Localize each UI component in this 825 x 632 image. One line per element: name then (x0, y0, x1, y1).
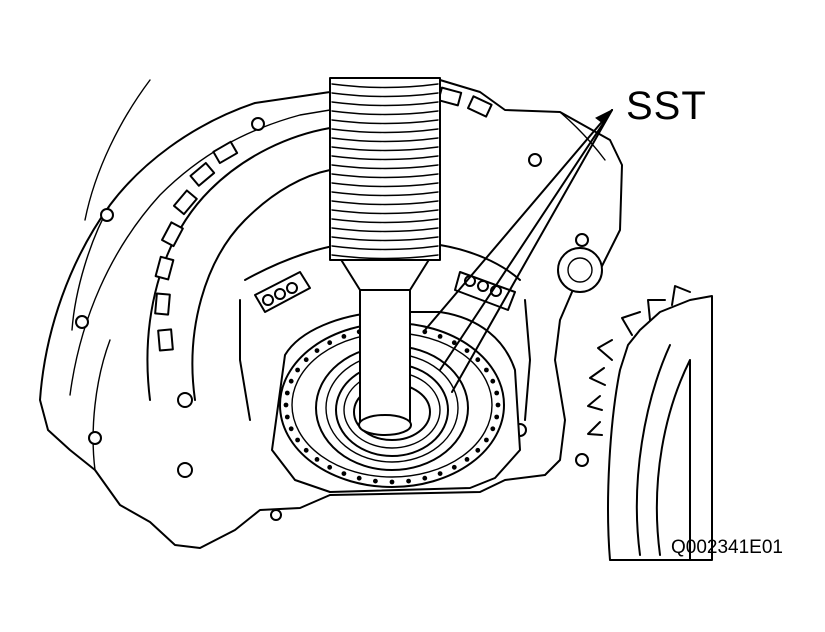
thread-line (331, 92, 439, 98)
thread-line (331, 209, 439, 215)
bearing-ball (284, 390, 290, 396)
sst-callout-label: SST (626, 84, 707, 128)
case-outline (39, 79, 623, 549)
bearing-ball (314, 457, 320, 462)
thread-line (331, 128, 439, 134)
bearing-ball (314, 348, 320, 353)
sst-collar (339, 257, 431, 291)
thread-line (331, 191, 439, 197)
bearing-ball (303, 357, 309, 363)
thread-line (331, 236, 439, 242)
bearing-ball (495, 402, 501, 408)
return-spring-left (254, 271, 311, 313)
thread-line (331, 164, 439, 170)
bearing-ball (464, 457, 470, 462)
thread-line (331, 182, 439, 188)
bearing-ball (494, 390, 500, 396)
clutch-drum-inner (191, 169, 331, 401)
thread-line (331, 173, 439, 179)
bearing-ball (422, 329, 428, 335)
bearing-ball (303, 447, 309, 453)
bearing-ball (484, 367, 489, 373)
sst-threads (331, 83, 439, 260)
bearing-ball (451, 464, 457, 470)
sst-tip (358, 414, 412, 436)
bearing-ball (494, 414, 500, 420)
bearing-ball (284, 414, 290, 420)
sst-tool (329, 77, 441, 436)
bearing-ball (288, 378, 294, 384)
bearing-ball (422, 475, 428, 481)
bearing-ball (389, 479, 395, 485)
gear-right (587, 285, 713, 561)
bearing-ball (490, 426, 496, 432)
bearing-ball (451, 340, 457, 346)
thread-line (331, 146, 439, 152)
thread-line (331, 245, 439, 251)
case-left-flange (71, 204, 111, 471)
bearing-ball (283, 402, 289, 408)
bearing-ball (437, 471, 443, 476)
return-spring-right (454, 271, 516, 311)
bearing-ball (327, 464, 333, 470)
thread-line (331, 200, 439, 206)
thread-line (331, 254, 439, 260)
thread-line (331, 101, 439, 107)
bearing-ball (490, 378, 496, 384)
bearing-ball (406, 478, 411, 484)
bearing-ball (484, 437, 489, 443)
bearing-ball (464, 348, 470, 353)
bearing-ball (356, 475, 362, 481)
bearing-ball (341, 471, 347, 476)
thread-line (331, 110, 439, 116)
thread-line (331, 227, 439, 233)
clutch-drum-slots (154, 86, 493, 352)
thread-line (331, 137, 439, 143)
bearing-ball (475, 447, 481, 453)
bearing-ball (341, 334, 347, 339)
sst-shaft (359, 269, 411, 426)
sst-leader-lines (424, 108, 614, 393)
bearing-ball (288, 426, 294, 432)
inner-housing-wall (239, 244, 531, 421)
thread-line (331, 119, 439, 125)
bearing-balls (283, 325, 501, 485)
bearing-ball (295, 437, 300, 443)
bearing-ball (373, 478, 378, 484)
thread-line (331, 155, 439, 161)
pinion-gear (557, 247, 603, 293)
bearing-ball (327, 340, 333, 346)
bearing-ball (475, 357, 481, 363)
bearing-ball (295, 367, 300, 373)
thread-line (331, 83, 439, 89)
clutch-drum-outer (146, 127, 331, 401)
bearing-ball (437, 334, 443, 339)
case-top-edge (84, 79, 606, 221)
thread-line (331, 218, 439, 224)
figure-code: Q002341E01 (671, 537, 783, 558)
